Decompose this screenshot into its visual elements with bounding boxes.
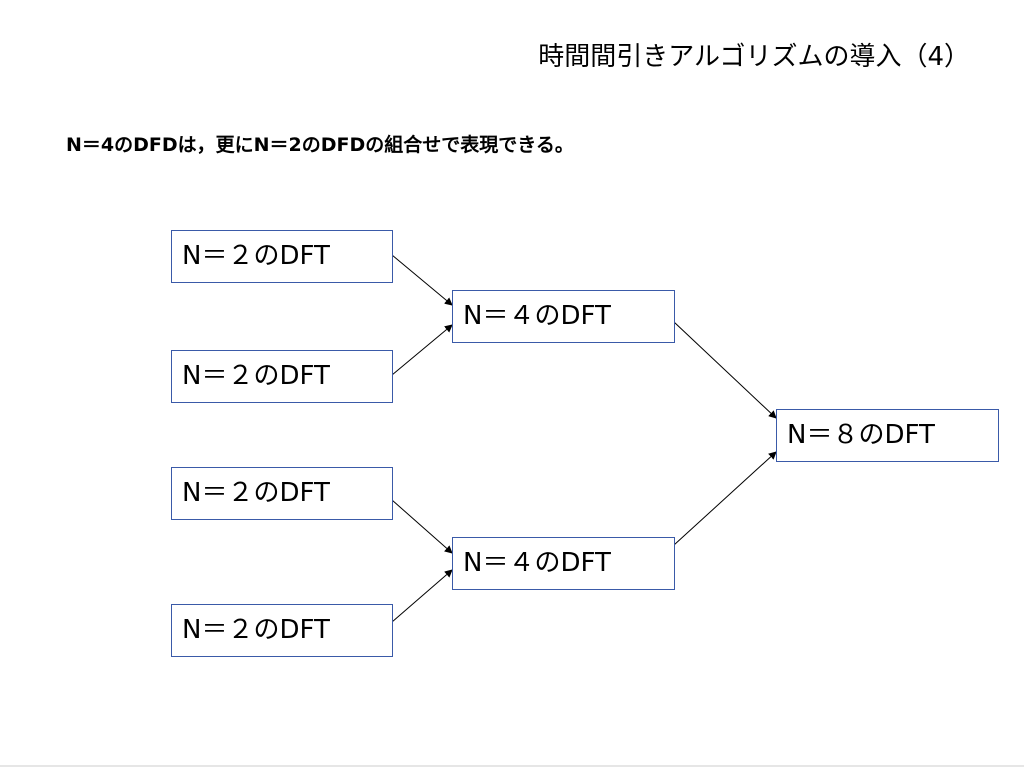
slide-subtitle: N＝4のDFDは，更にN＝2のDFDの組合せで表現できる。: [66, 134, 574, 156]
dft-box-n2-1: N＝２のDFT: [171, 230, 393, 283]
bottom-divider: [0, 765, 1024, 767]
arrow-n2d-to-n4b: [391, 569, 453, 623]
dft-box-n4-2: N＝４のDFT: [452, 537, 675, 590]
arrow-n2a-to-n4a: [391, 254, 453, 306]
slide-title: 時間間引きアルゴリズムの導入（4）: [538, 42, 970, 72]
arrow-n4a-to-n8: [673, 321, 777, 419]
dft-box-n2-4: N＝２のDFT: [171, 604, 393, 657]
arrow-n2c-to-n4b: [391, 499, 453, 554]
dft-box-n2-3: N＝２のDFT: [171, 467, 393, 520]
arrow-n4b-to-n8: [673, 451, 777, 546]
dft-box-n8: N＝８のDFT: [776, 409, 999, 462]
dft-box-n2-2: N＝２のDFT: [171, 350, 393, 403]
dft-box-n4-1: N＝４のDFT: [452, 290, 675, 343]
arrow-n2b-to-n4a: [391, 324, 453, 376]
